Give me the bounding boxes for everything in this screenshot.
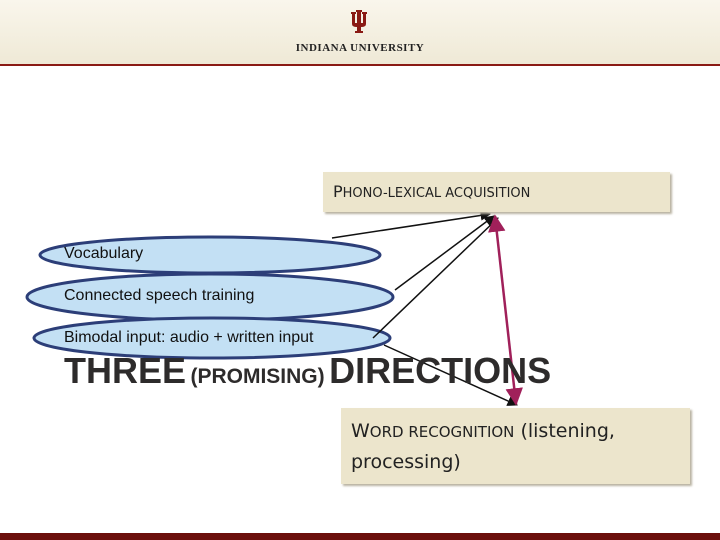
phono-lexical-box: PHONO-LEXICAL ACQUISITION [323,172,670,212]
title-directions: DIRECTIONS [329,350,552,391]
phono-first-letter: P [333,182,343,201]
footer-bar [0,533,720,540]
word-first-letter: W [351,420,370,442]
arrow-bimodal [372,217,499,339]
title-three: THREE [64,350,187,391]
item-connected-speech: Connected speech training [64,287,255,304]
title-promising: (PROMISING) [190,365,325,388]
arrow-vocabulary [331,210,492,239]
iu-trident-icon [351,10,367,33]
item-bimodal-input: Bimodal input: audio + written input [64,329,314,346]
arrow-connected-speech [394,215,495,291]
ellipse-bimodal-input [32,316,392,360]
double-arrow [488,214,523,406]
item-vocabulary: Vocabulary [64,245,144,262]
phono-rest: HONO-LEXICAL ACQUISITION [342,186,531,201]
slide-title: THREE (PROMISING) DIRECTIONS [64,350,551,392]
word-rest: (listening, processing) [351,420,615,473]
word-small-caps: ORD RECOGNITION [369,423,515,441]
word-recognition-box: WORD RECOGNITION (listening, processing) [341,408,690,484]
header-banner: INDIANA UNIVERSITY [0,0,720,66]
university-name: INDIANA UNIVERSITY [295,42,425,54]
